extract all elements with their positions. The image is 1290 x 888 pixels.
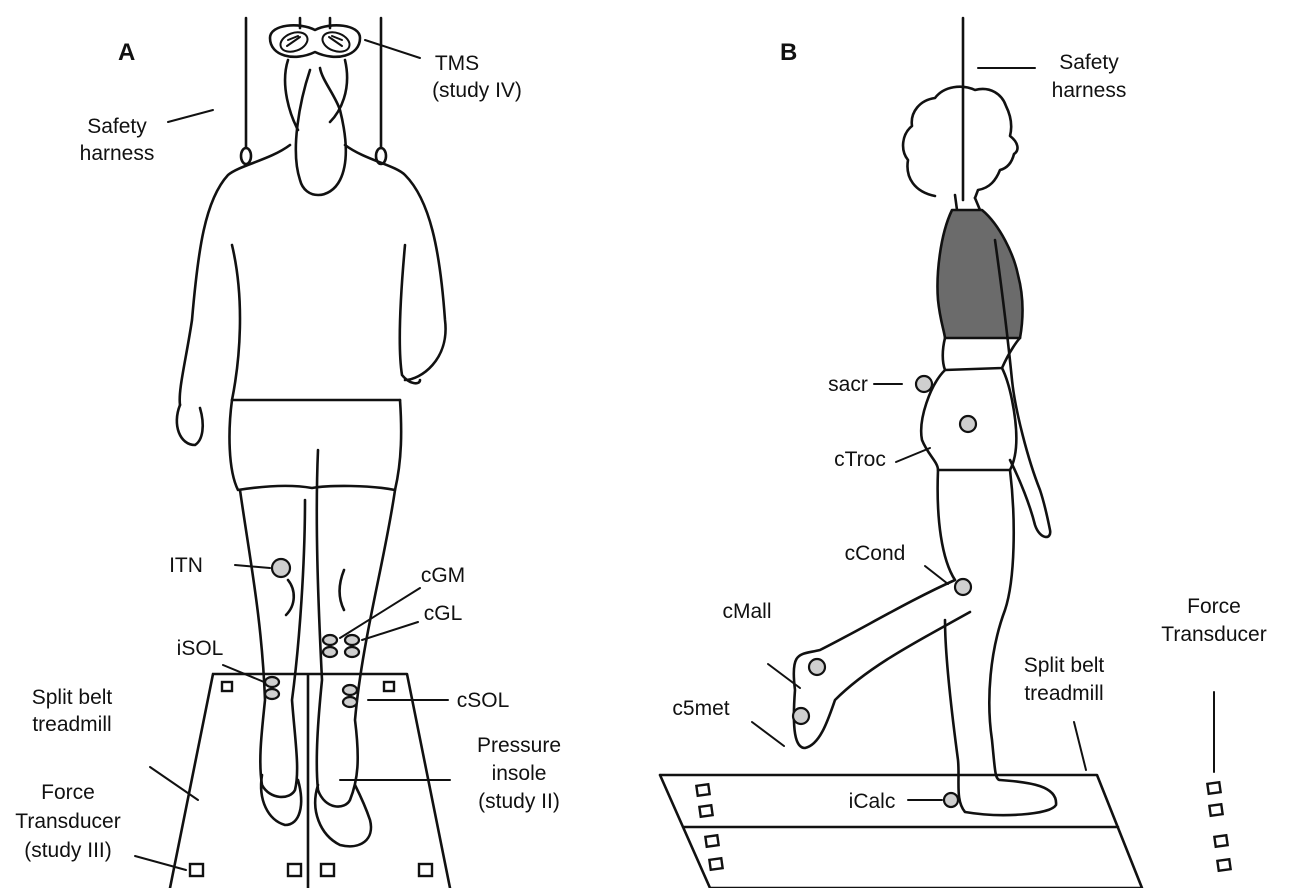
force-transducer-b-6 xyxy=(1209,804,1222,816)
shorts xyxy=(230,400,402,490)
isol-marker-1 xyxy=(265,677,279,687)
ccond-marker xyxy=(955,579,971,595)
shoe-right xyxy=(315,785,371,846)
cgm-marker-1 xyxy=(323,635,337,645)
force-transducer-a-4 xyxy=(288,864,301,876)
label-treadmill-a-2: treadmill xyxy=(32,713,111,736)
panel-b-letter: B xyxy=(780,39,797,66)
leader-ccond xyxy=(925,566,948,584)
label-c5met: c5met xyxy=(672,697,729,720)
treadmill-b xyxy=(660,775,1142,888)
label-cgm: cGM xyxy=(421,564,465,587)
leg-back-b xyxy=(794,470,970,748)
label-harness-a: Safety xyxy=(87,115,147,138)
label-force-a-2: Transducer xyxy=(15,810,120,833)
csol-marker-1 xyxy=(343,685,357,695)
arm-left xyxy=(177,405,203,445)
label-insole-3: (study II) xyxy=(478,790,560,813)
cmall-marker xyxy=(809,659,825,675)
force-transducer-b-2 xyxy=(699,805,712,817)
leg-left xyxy=(240,490,305,797)
panel-a: A xyxy=(15,18,561,888)
force-transducer-a-3 xyxy=(190,864,203,876)
label-treadmill-b: Split belt xyxy=(1024,654,1105,677)
label-itn: ITN xyxy=(169,554,203,577)
tank-top xyxy=(938,210,1023,338)
label-treadmill-a: Split belt xyxy=(32,686,113,709)
label-force-a-3: (study III) xyxy=(24,839,112,862)
head-back xyxy=(285,60,347,130)
panel-b: B xyxy=(660,18,1267,888)
force-transducer-b-5 xyxy=(1207,782,1220,794)
force-transducer-a-6 xyxy=(419,864,432,876)
leader-tms xyxy=(365,40,420,58)
torso-outline-a xyxy=(180,145,446,405)
label-icalc: iCalc xyxy=(849,790,896,813)
label-ccond: cCond xyxy=(845,542,906,565)
label-harness-b: Safety xyxy=(1059,51,1119,74)
label-insole: Pressure xyxy=(477,734,561,757)
force-transducer-b-1 xyxy=(696,784,709,796)
label-sacr: sacr xyxy=(828,373,868,396)
arm-inner-right xyxy=(400,245,420,383)
label-ctroc: cTroc xyxy=(834,448,886,471)
label-treadmill-b-2: treadmill xyxy=(1024,682,1103,705)
head-side xyxy=(903,87,1017,198)
itn-marker xyxy=(272,559,290,577)
panel-a-letter: A xyxy=(118,39,135,66)
isol-marker-2 xyxy=(265,689,279,699)
cgl-marker-1 xyxy=(345,635,359,645)
ctroc-marker xyxy=(960,416,976,432)
ponytail xyxy=(296,68,346,195)
label-tms: TMS xyxy=(435,52,479,75)
arm-inner-left xyxy=(232,245,240,400)
leader-force-a xyxy=(135,856,186,870)
sacr-marker xyxy=(916,376,932,392)
label-isol: iSOL xyxy=(177,637,224,660)
label-csol: cSOL xyxy=(457,689,510,712)
leader-cgm xyxy=(340,588,420,638)
label-harness-a-2: harness xyxy=(80,142,155,165)
leader-treadmill-b xyxy=(1074,722,1086,770)
force-transducer-b-7 xyxy=(1214,835,1227,847)
force-transducer-b-8 xyxy=(1217,859,1230,871)
label-cmall: cMall xyxy=(722,600,771,623)
leg-front-b xyxy=(945,470,1056,815)
force-transducer-b-3 xyxy=(705,835,718,847)
label-force-b: Force xyxy=(1187,595,1241,618)
cgm-marker-2 xyxy=(323,647,337,657)
force-transducer-a-5 xyxy=(321,864,334,876)
cgl-marker-2 xyxy=(345,647,359,657)
leader-ctroc xyxy=(896,448,930,462)
icalc-marker xyxy=(944,793,958,807)
leader-harness-a xyxy=(168,110,213,122)
knee-line-left xyxy=(286,580,294,615)
force-transducer-b-4 xyxy=(709,858,722,870)
c5met-marker xyxy=(793,708,809,724)
label-tms-study: (study IV) xyxy=(432,79,522,102)
label-harness-b-2: harness xyxy=(1052,79,1127,102)
leader-c5met xyxy=(752,722,784,746)
csol-marker-2 xyxy=(343,697,357,707)
force-transducer-a-2 xyxy=(384,682,394,691)
label-insole-2: insole xyxy=(492,762,547,785)
force-transducer-a-1 xyxy=(222,682,232,691)
label-cgl: cGL xyxy=(424,602,463,625)
label-force-b-2: Transducer xyxy=(1161,623,1266,646)
harness-clip-left xyxy=(241,148,251,164)
label-force-a: Force xyxy=(41,781,95,804)
knee-line-right xyxy=(340,570,345,610)
tms-coil-icon xyxy=(270,18,360,57)
